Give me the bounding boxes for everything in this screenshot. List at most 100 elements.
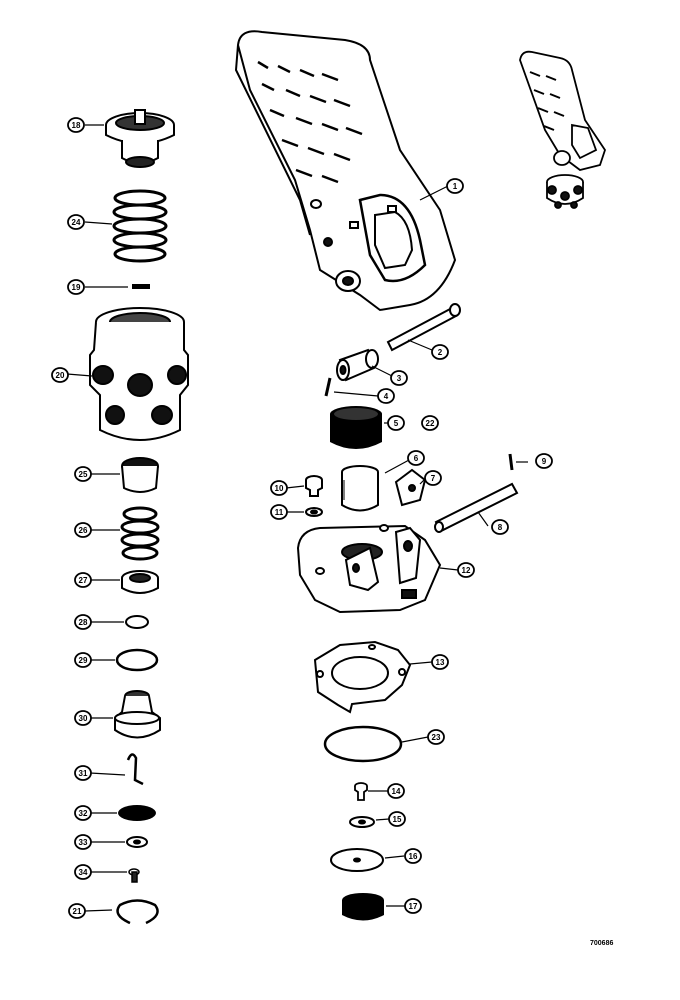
figure-number: 700686 [590,940,613,947]
callout-bubble [74,834,92,850]
callout-2: 2 [431,344,449,360]
part-rubber-plug [342,893,384,921]
part-small-pin [132,284,150,289]
callout-bubble [431,344,449,360]
part-oring-medium [115,648,159,672]
callout-label: 21 [73,907,82,916]
callout-label: 2 [438,348,443,357]
callout-label: 10 [275,484,284,493]
callout-28: 28 [74,614,92,630]
callout-bubble [404,898,422,914]
callout-27: 27 [74,572,92,588]
callout-bubble [390,370,408,386]
part-bolt [305,475,323,497]
callout-19: 19 [67,279,85,295]
part-disc [330,848,384,872]
callout-label: 6 [414,454,419,463]
callout-label: 29 [79,656,88,665]
part-snap-ring [116,899,159,925]
callout-label: 19 [72,283,81,292]
callout-label: 7 [431,474,436,483]
callout-label: 30 [79,714,88,723]
part-rod [434,482,519,533]
callout-label: 33 [79,838,88,847]
callout-label: 26 [79,526,88,535]
callout-label: 8 [498,523,503,532]
callout-label: 23 [432,733,441,742]
callout-bubble [491,519,509,535]
part-plunger [341,465,379,512]
part-spring-large [112,189,168,263]
callout-26: 26 [74,522,92,538]
part-cap-top [105,109,175,168]
callout-label: 28 [79,618,88,627]
callout-25: 25 [74,466,92,482]
callout-label: 5 [394,419,399,428]
callout-11: 11 [270,504,288,520]
callout-bubble [74,864,92,880]
callout-label: 15 [393,815,402,824]
part-washer [305,507,323,517]
callout-15: 15 [388,811,406,827]
callout-bubble [51,367,69,383]
callout-label: 17 [409,902,418,911]
callout-label: 18 [72,121,81,130]
callout-bubble [74,652,92,668]
callout-label: 22 [426,419,435,428]
callout-14: 14 [387,783,405,799]
callout-label: 27 [79,576,88,585]
callout-10: 10 [270,480,288,496]
callout-bubble [74,522,92,538]
callout-label: 14 [392,787,401,796]
callout-13: 13 [431,654,449,670]
part-roller [336,348,379,382]
callout-bubble [377,388,395,404]
callout-label: 32 [79,809,88,818]
callout-bubble [404,848,422,864]
callout-bubble [431,654,449,670]
callout-bubble [387,415,405,431]
callout-24: 24 [67,214,85,230]
part-valve-body [89,307,189,441]
callout-29: 29 [74,652,92,668]
leader-lines [66,124,528,912]
part-oring-small [125,615,149,629]
callout-bubble [74,466,92,482]
callout-label: 3 [397,374,402,383]
part-piston [121,457,159,493]
part-clip [126,753,144,786]
callout-33: 33 [74,834,92,850]
callout-16: 16 [404,848,422,864]
callout-1: 1 [446,178,464,194]
part-small-rod [508,453,514,471]
part-mounting-plate [296,524,442,614]
callout-bubble [67,117,85,133]
callout-label: 16 [409,852,418,861]
part-spring-small [120,506,160,561]
part-cotter-pin [324,377,332,397]
callout-bubble [535,453,553,469]
callout-label: 20 [56,371,65,380]
callout-label: 12 [462,566,471,575]
part-screw [354,782,368,801]
callout-label: 4 [384,392,389,401]
callout-bubble [387,783,405,799]
callout-21: 21 [68,903,86,919]
callout-6: 6 [407,450,425,466]
callout-bubble [67,279,85,295]
callout-20: 20 [51,367,69,383]
callout-label: 9 [542,457,547,466]
callout-label: 13 [436,658,445,667]
part-oring-large [323,725,403,763]
callout-7: 7 [424,470,442,486]
callout-label: 11 [275,508,284,517]
callout-bubble [446,178,464,194]
part-washer-15 [349,816,375,828]
callout-34: 34 [74,864,92,880]
callout-3: 3 [390,370,408,386]
callout-30: 30 [74,710,92,726]
callout-bubble [270,504,288,520]
callout-label: 24 [72,218,81,227]
